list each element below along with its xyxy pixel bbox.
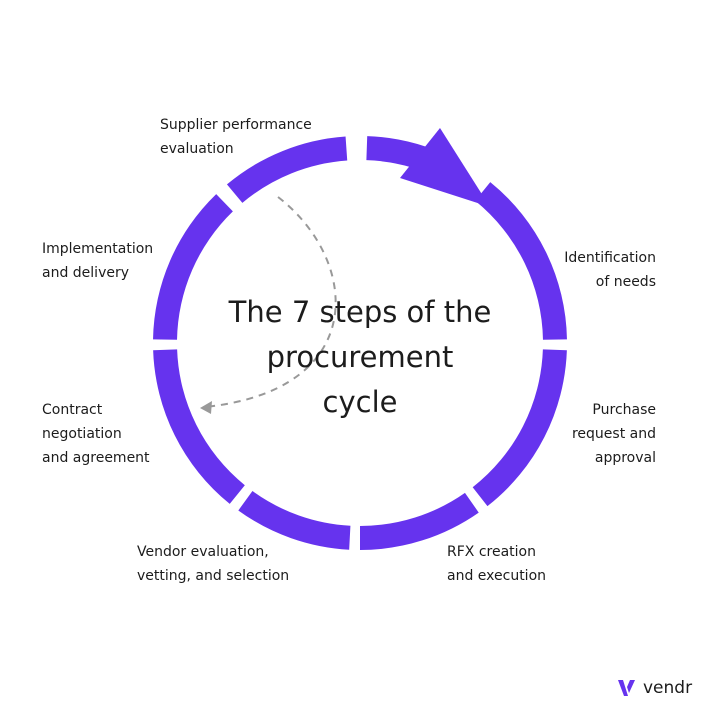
cycle-arrowhead bbox=[400, 128, 490, 207]
dashed-return-arrow bbox=[204, 196, 337, 408]
step-purchase-request-and-approval: Purchase request and approval bbox=[571, 402, 656, 466]
ring-segment-supplier bbox=[226, 136, 348, 203]
dashed-return-arrow-head bbox=[200, 401, 212, 414]
step-identification-of-needs: Identification of needs bbox=[564, 250, 656, 290]
step-supplier-performance-evaluation: Supplier performance evaluation bbox=[160, 117, 312, 157]
step-rfx-creation-and-execution: RFX creation and execution bbox=[447, 544, 547, 584]
brand-name: vendr bbox=[643, 678, 693, 698]
vendr-v-logo-icon bbox=[618, 680, 635, 696]
diagram-title: The 7 steps of the procurement cycle bbox=[228, 295, 492, 419]
step-contract-negotiation-and-agreement: Contract negotiation and agreement bbox=[42, 402, 150, 466]
vendr-logo: vendr bbox=[617, 676, 692, 700]
step-vendor-evaluation-vetting-selection: Vendor evaluation, vetting, and selectio… bbox=[137, 544, 290, 584]
ring-segment-implementation bbox=[153, 194, 233, 340]
ring-segment-identification bbox=[475, 182, 567, 340]
step-implementation-and-delivery: Implementation and delivery bbox=[42, 241, 154, 281]
ring-segment-contract bbox=[153, 349, 245, 504]
ring-segment-rfx bbox=[360, 492, 479, 550]
ring-segment-purchase bbox=[472, 349, 567, 507]
ring-segment-vendor bbox=[238, 491, 351, 550]
cycle-ring bbox=[153, 136, 567, 550]
